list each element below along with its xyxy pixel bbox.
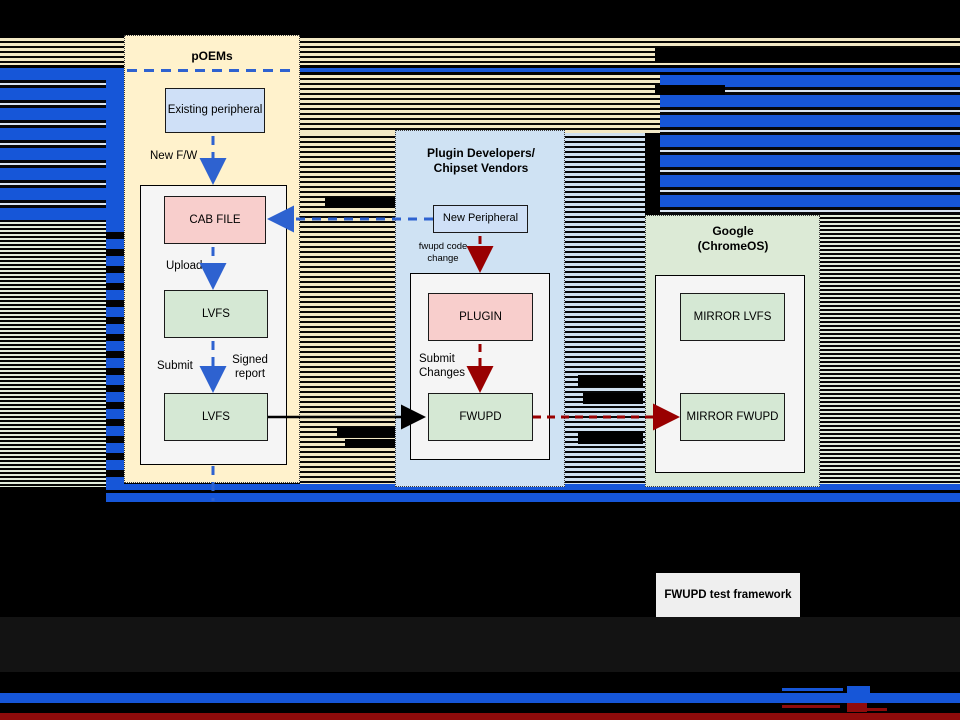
lvfs-top-box: LVFS [164,290,268,338]
plugin-label: PLUGIN [459,310,502,323]
submit-label: Submit [157,360,193,372]
redacted-blob [325,197,395,208]
glitch-blue-bar-2 [106,493,960,502]
upload-label: Upload [166,260,203,272]
redacted-blob [578,431,643,444]
fwupd-test-framework-label: FWUPD test framework [664,589,792,601]
glitch-red-tick [782,705,840,708]
glitch-blue-tick [782,688,843,691]
glitch-stripes-mid-top [300,75,660,133]
redacted-blob [655,85,725,95]
cab-file-box: CAB FILE [164,196,266,244]
redacted-blob [583,393,643,404]
new-peripheral-box: New Peripheral [433,205,528,233]
redacted-blob [337,427,395,437]
glitch-bars-right [660,75,960,215]
redacted-blob [655,48,960,62]
mirror-fwupd-box: MIRROR FWUPD [680,393,785,441]
glitch-bars-left [0,68,106,222]
fwupd-test-framework-box: FWUPD test framework [656,573,800,617]
poems-dashed-separator [127,69,297,72]
redacted-blob [578,375,643,387]
glitch-red-bottom-bar [0,713,960,720]
mirror-lvfs-label: MIRROR LVFS [693,310,772,323]
redacted-blob [345,439,395,448]
lvfs-bottom-box: LVFS [164,393,268,441]
lvfs-bottom-label: LVFS [202,410,230,423]
glitch-red-square [847,703,867,712]
glitch-blue-dash-column [106,222,124,487]
mirror-fwupd-label: MIRROR FWUPD [686,410,779,423]
signed-report-label: Signed report [232,354,268,380]
fwupd-label: FWUPD [459,410,502,423]
cab-file-label: CAB FILE [189,213,241,226]
mirror-lvfs-box: MIRROR LVFS [680,293,785,341]
glitch-dark-band [0,617,960,672]
new-fw-label: New F/W [150,150,198,162]
fwupd-box: FWUPD [428,393,533,441]
new-peripheral-label: New Peripheral [442,212,519,225]
plugin-box: PLUGIN [428,293,533,341]
plugin-vendors-title: Plugin Developers/ Chipset Vendors [426,146,536,175]
glitch-blue-bottom-bar [0,693,960,703]
glitch-stripes-gap2 [565,133,645,487]
glitch-stripes-left [0,222,106,487]
google-title: Google (ChromeOS) [697,224,769,253]
glitch-blue-row [124,68,960,72]
submit-changes-label: Submit Changes [419,353,466,379]
fwupd-code-change-label: fwupd code change [418,241,468,264]
glitch-red-tail [867,708,887,711]
glitch-blue-column [106,68,124,222]
glitch-blue-bar-1 [106,484,960,490]
existing-peripheral-label: Existing peripheral [167,104,263,117]
glitch-stripes-right [820,215,960,487]
existing-peripheral-box: Existing peripheral [165,88,265,133]
lvfs-top-label: LVFS [202,307,230,320]
poems-title: pOEMs [191,49,233,63]
